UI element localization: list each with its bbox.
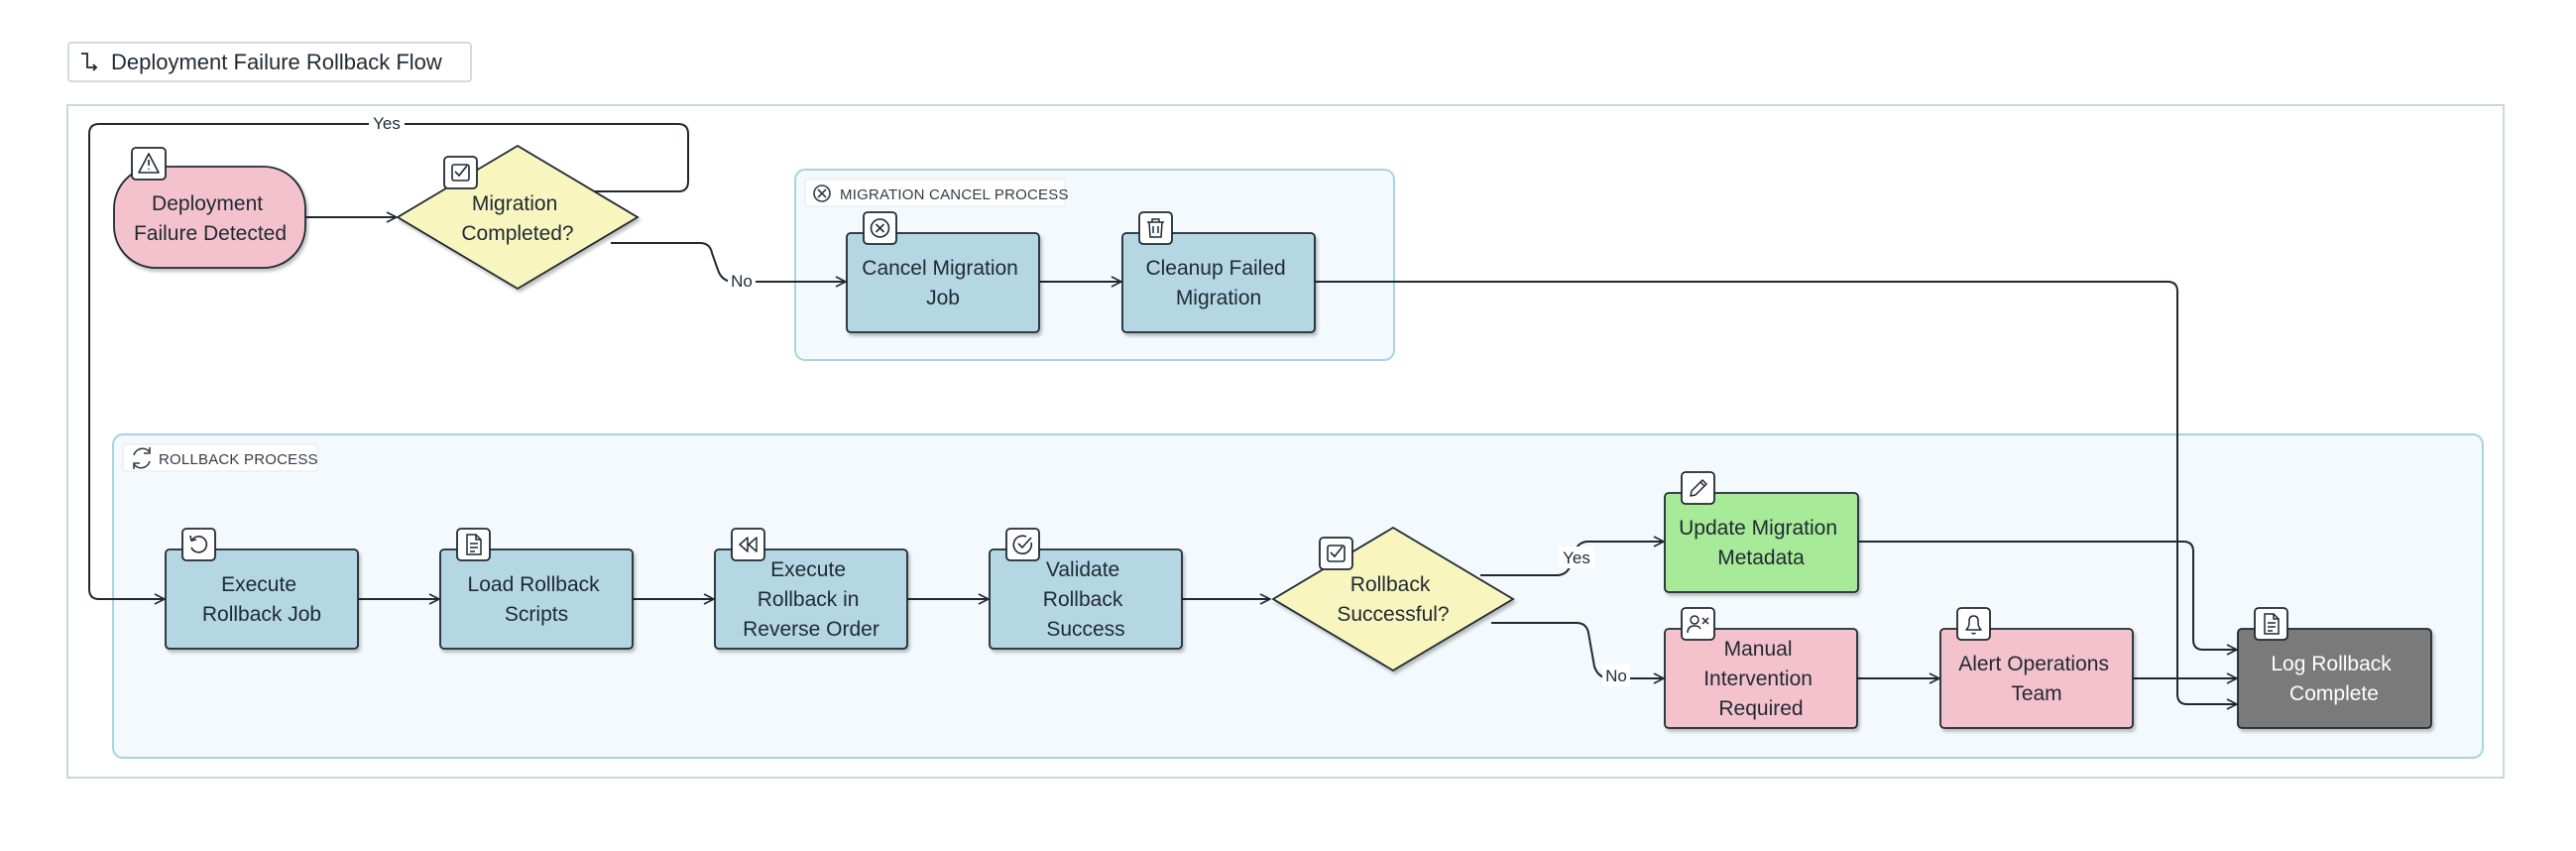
checkbox-icon bbox=[443, 156, 478, 189]
node-update-migration-metadata-label: Update Migration Metadata bbox=[1679, 517, 1843, 569]
node-validate-rollback-success-label: Validate Rollback Success bbox=[1043, 558, 1128, 641]
node-manual-intervention-label: Manual Intervention Required bbox=[1703, 638, 1818, 720]
node-migration-completed-label: Migration Completed? bbox=[461, 192, 573, 245]
x-circle-icon bbox=[863, 211, 897, 245]
trash-icon bbox=[1138, 211, 1173, 245]
migration-cancel-group-label: MIGRATION CANCEL PROCESS bbox=[840, 186, 1069, 203]
bell-icon bbox=[1956, 607, 1991, 641]
node-execute-rollback-job-label: Execute Rollback Job bbox=[202, 573, 321, 626]
node-validate-rollback-success[interactable]: Validate Rollback Success bbox=[989, 548, 1183, 650]
x-circle-icon bbox=[813, 184, 831, 202]
node-alert-operations-team[interactable]: Alert Operations Team bbox=[1939, 628, 2134, 729]
pencil-icon bbox=[1681, 471, 1715, 505]
node-deployment-failure[interactable]: Deployment Failure Detected bbox=[113, 166, 306, 269]
node-cancel-migration-job[interactable]: Cancel Migration Job bbox=[846, 232, 1040, 333]
refresh-icon bbox=[133, 447, 151, 469]
edge-labels: Yes No Yes No bbox=[369, 112, 1630, 686]
diagram-title-badge: Deployment Failure Rollback Flow bbox=[67, 42, 472, 82]
node-load-rollback-scripts[interactable]: Load Rollback Scripts bbox=[439, 548, 634, 650]
check-circle-icon bbox=[1005, 528, 1040, 561]
file-icon bbox=[456, 528, 491, 561]
node-cleanup-failed-migration-label: Cleanup Failed Migration bbox=[1145, 257, 1291, 309]
edge-label-rollback-no: No bbox=[1605, 667, 1627, 685]
warning-icon bbox=[131, 147, 167, 181]
node-manual-intervention[interactable]: Manual Intervention Required bbox=[1664, 628, 1858, 729]
node-execute-rollback-job[interactable]: Execute Rollback Job bbox=[165, 548, 359, 650]
file-icon bbox=[2254, 607, 2288, 641]
flow-icon bbox=[81, 53, 98, 71]
node-deployment-failure-label: Deployment Failure Detected bbox=[134, 192, 287, 245]
edge-label-migration-no: No bbox=[731, 272, 753, 291]
edge-cleanup-to-log bbox=[1315, 281, 2237, 704]
node-rollback-successful-label: Rollback Successful? bbox=[1337, 573, 1449, 626]
rewind-icon bbox=[731, 528, 765, 561]
node-execute-reverse-order-label: Execute Rollback in Reverse Order bbox=[743, 558, 879, 641]
node-update-migration-metadata[interactable]: Update Migration Metadata bbox=[1664, 492, 1859, 593]
node-alert-operations-team-label: Alert Operations Team bbox=[1958, 653, 2115, 705]
node-load-rollback-scripts-label: Load Rollback Scripts bbox=[468, 573, 606, 626]
node-cleanup-failed-migration[interactable]: Cleanup Failed Migration bbox=[1121, 232, 1316, 333]
undo-icon bbox=[181, 528, 216, 561]
node-execute-reverse-order[interactable]: Execute Rollback in Reverse Order bbox=[714, 548, 908, 650]
edge-label-rollback-yes: Yes bbox=[1563, 548, 1590, 567]
checkbox-icon bbox=[1319, 537, 1353, 570]
node-log-rollback-complete-label: Log Rollback Complete bbox=[2271, 653, 2397, 705]
rollback-group-label: ROLLBACK PROCESS bbox=[159, 451, 318, 468]
edge-update-to-log bbox=[1858, 541, 2237, 650]
node-cancel-migration-job-label: Cancel Migration Job bbox=[862, 257, 1023, 309]
diagram-title: Deployment Failure Rollback Flow bbox=[111, 50, 442, 74]
edge-label-migration-yes: Yes bbox=[373, 114, 401, 133]
node-log-rollback-complete[interactable]: Log Rollback Complete bbox=[2237, 628, 2432, 729]
user-x-icon bbox=[1681, 607, 1715, 641]
